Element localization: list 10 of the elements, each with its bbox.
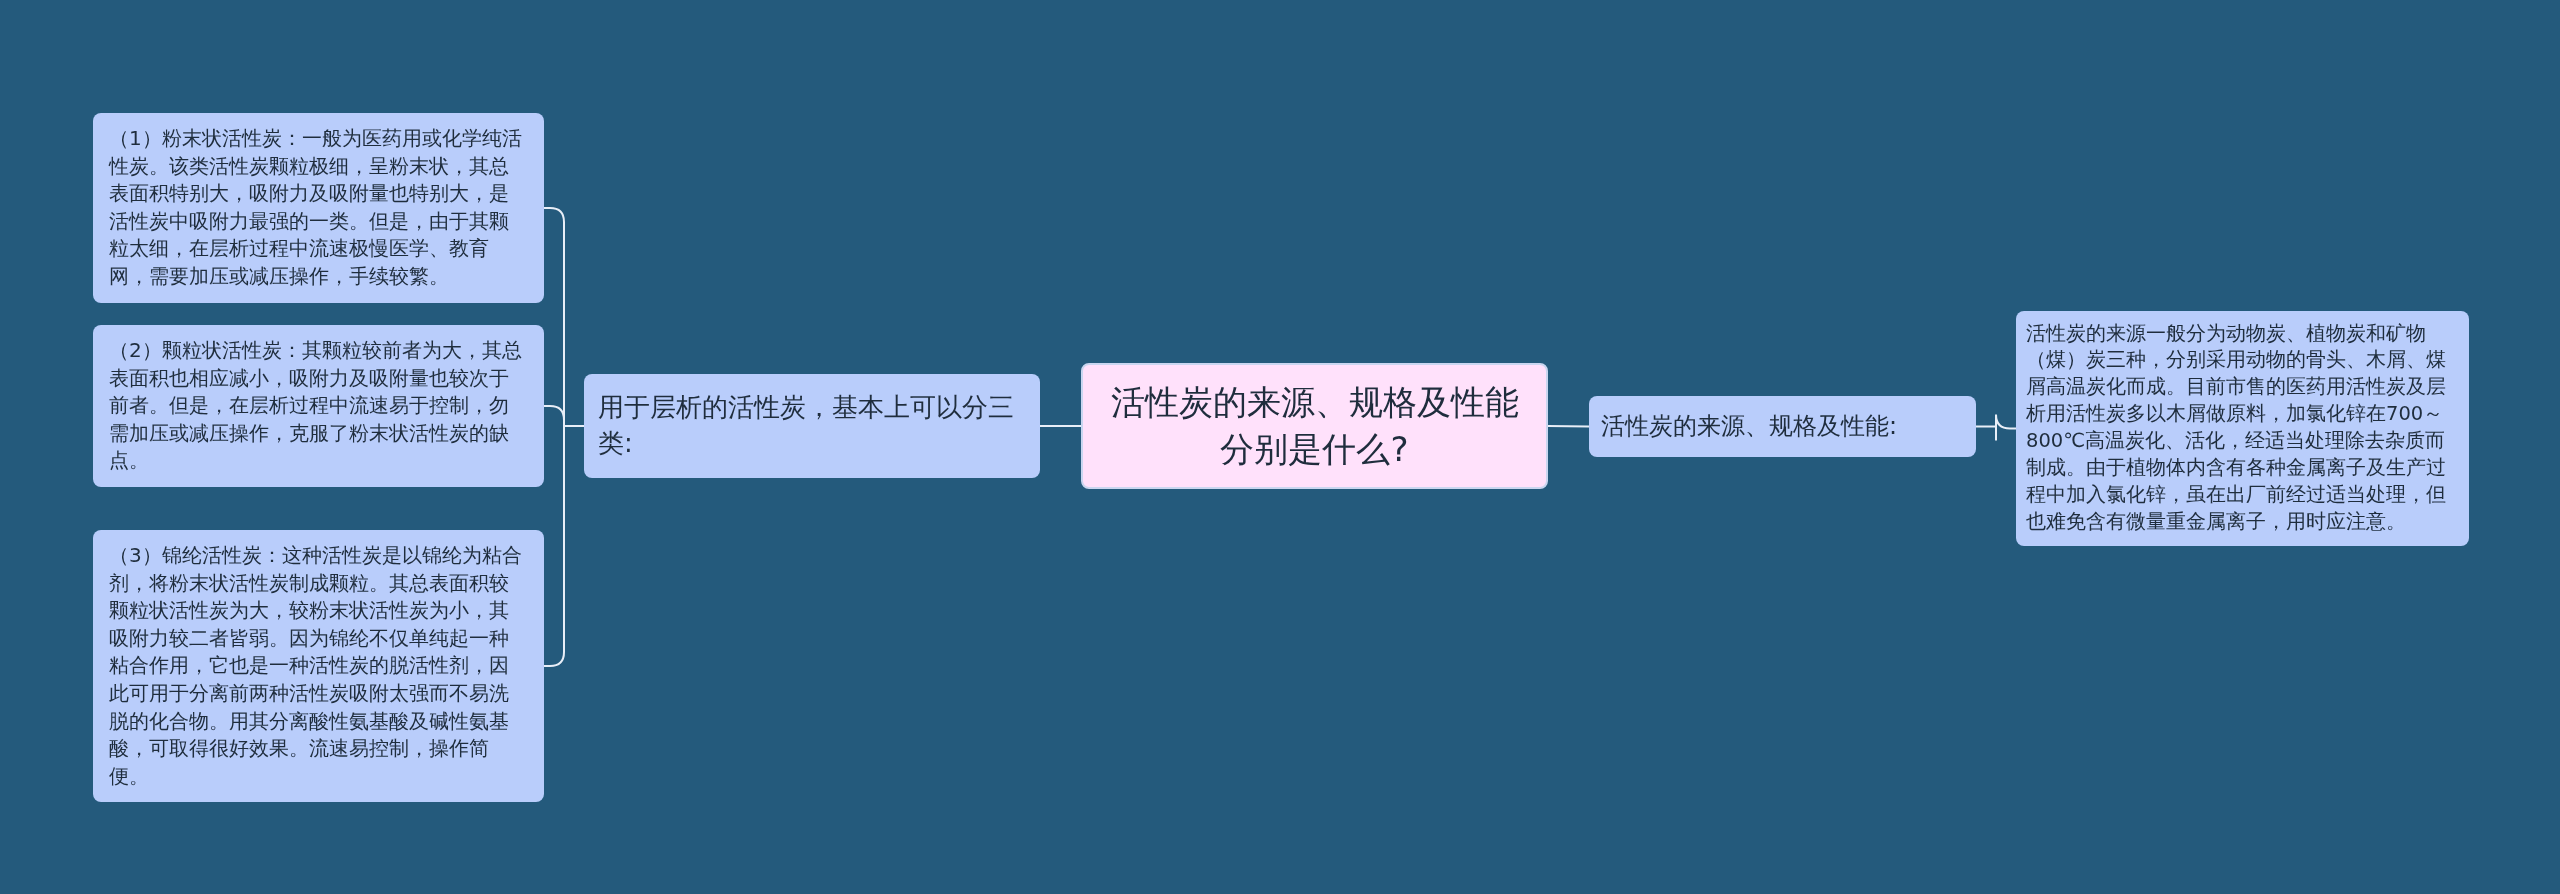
connector-line	[1975, 413, 2017, 442]
branch-topic: 活性炭的来源、规格及性能:	[1589, 395, 1976, 457]
subtopic-card: （1）粉末状活性炭：一般为医药用或化学纯活性炭。该类活性炭颗粒极细，呈粉末状，其总表面积特别大，吸附力及吸附量也特别大，是活性炭中吸附力最强的一类。但是，由于其颗粒太细，在层析过程中流速极慢医学、教育网，需要加压或减压操作，手续较繁。	[93, 113, 544, 303]
connector-line	[1039, 425, 1082, 427]
subtopic-card: 活性炭的来源一般分为动物炭、植物炭和矿物（煤）炭三种，分别采用动物的骨头、木屑、煤屑高温炭化而成。目前市售的医药用活性炭及层析用活性炭多以木屑做原料，加氯化锌在700～800℃高温炭化、活化，经适当处理除去杂质而制成。由于植物体内含有各种金属离子及生产过程中加入氯化锌，虽在出厂前经过适当处理，但也难免含有微量重金属离子，用时应注意。	[2016, 310, 2469, 546]
connector-line	[1547, 425, 1590, 428]
central-topic: 活性炭的来源、规格及性能分别是什么?	[1081, 363, 1548, 489]
subtopic-card: （2）颗粒状活性炭：其颗粒较前者为大，其总表面积也相应减小，吸附力及吸附量也较次于前者。但是，在层析过程中流速易于控制，勿需加压或减压操作，克服了粉末状活性炭的缺点。	[93, 325, 544, 487]
branch-topic: 用于层析的活性炭，基本上可以分三类:	[584, 374, 1040, 478]
subtopic-card: （3）锦纶活性炭：这种活性炭是以锦纶为粘合剂，将粉末状活性炭制成颗粒。其总表面积较颗粒状活性炭为大，较粉末状活性炭为小，其吸附力较二者皆弱。因为锦纶不仅单纯起一种粘合作用，它也是一种活性炭的脱活性剂，因此可用于分离前两种活性炭吸附太强而不易洗脱的化合物。用其分离酸性氨基酸及碱性氨基酸，可取得很好效果。流速易控制，操作简便。	[93, 530, 544, 803]
